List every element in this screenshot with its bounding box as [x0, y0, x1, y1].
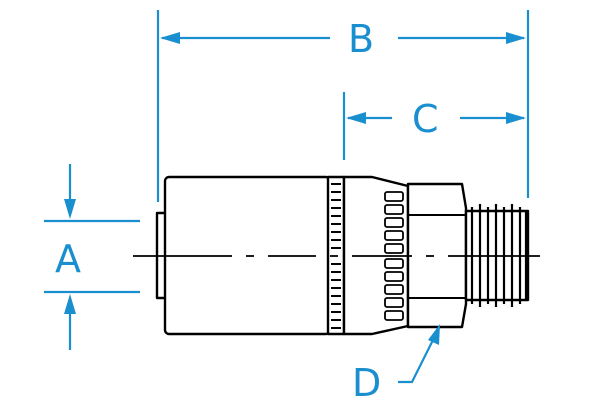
b-arrow-left	[160, 32, 180, 44]
c-arrow-left	[346, 112, 366, 124]
c-arrow-right	[506, 112, 526, 124]
fitting-hex-nut	[406, 182, 468, 329]
label-d: D	[352, 361, 381, 405]
d-arrow	[428, 324, 440, 345]
b-arrow-right	[506, 32, 526, 44]
label-a: A	[55, 237, 81, 281]
label-b: B	[348, 17, 374, 61]
knurl-hatching	[331, 183, 341, 329]
d-leader	[398, 337, 435, 384]
label-c: C	[412, 97, 439, 141]
collar-slots	[384, 191, 404, 321]
a-arrow-bottom	[64, 294, 76, 314]
dimension-lines	[44, 10, 530, 384]
a-arrow-top	[64, 199, 76, 219]
hex-facets	[408, 214, 466, 299]
